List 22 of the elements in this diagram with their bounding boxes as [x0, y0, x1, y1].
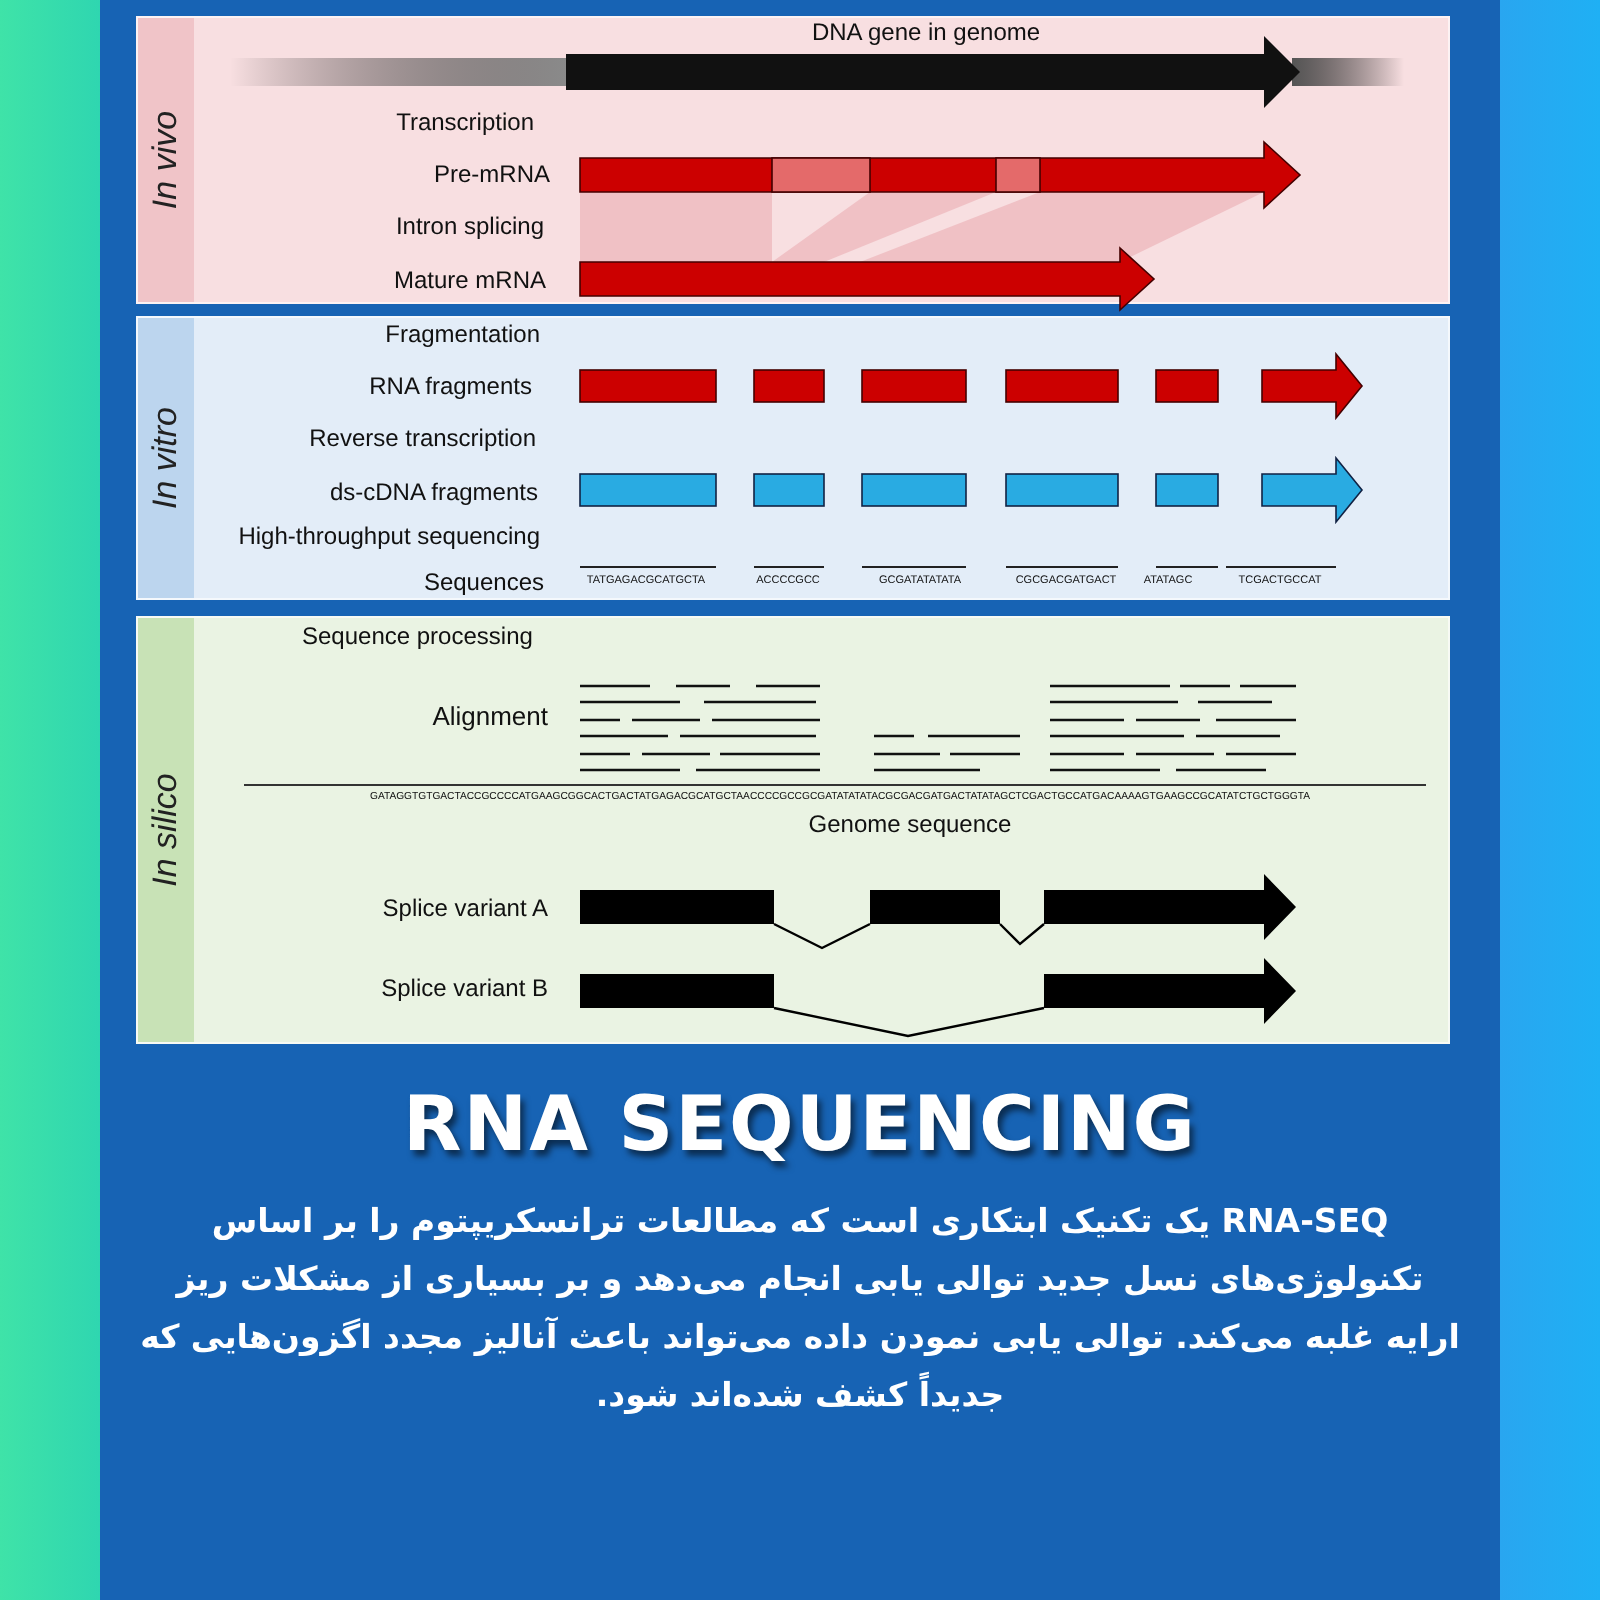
step-label: High-throughput sequencing — [238, 524, 540, 548]
step-label: RNA fragments — [369, 374, 532, 398]
step-label: Genome sequence — [808, 812, 1012, 836]
step-label: Splice variant B — [381, 976, 548, 1000]
section-label: In vivo — [146, 110, 186, 210]
step-label: Pre-mRNA — [433, 162, 550, 186]
step-label: Alignment — [432, 703, 548, 729]
title: RNA SEQUENCING — [403, 1080, 1197, 1168]
section-panel — [136, 616, 1450, 1044]
step-label: Sequence processing — [302, 624, 533, 648]
step-label: DNA gene in genome — [811, 20, 1041, 44]
step-label: Splice variant A — [382, 896, 548, 920]
step-label: Sequences — [423, 570, 544, 594]
step-label: Fragmentation — [385, 322, 540, 346]
section-label: In vitro — [146, 406, 186, 510]
step-label: Transcription — [396, 110, 534, 134]
step-label: Intron splicing — [395, 214, 544, 238]
step-label: Reverse transcription — [309, 426, 536, 450]
caption: RNA-SEQ یک تکنیک ابتکاری است که مطالعات ترانسکریپتوم را بر اساس تکنولوژی‌های نسل جدید توالی یابی انجام می‌دهد و بر بسیاری از مشکلات ریز ارایه غلبه می‌کند. توالی یابی نمودن داده می‌تواند باعث آنالیز مجدد اگزون‌هایی که جدیداً کشف شده‌اند شود. — [140, 1200, 1460, 1418]
step-label: Mature mRNA — [393, 268, 546, 292]
section-label: In silico — [146, 773, 186, 887]
step-label: ds-cDNA fragments — [329, 480, 538, 504]
